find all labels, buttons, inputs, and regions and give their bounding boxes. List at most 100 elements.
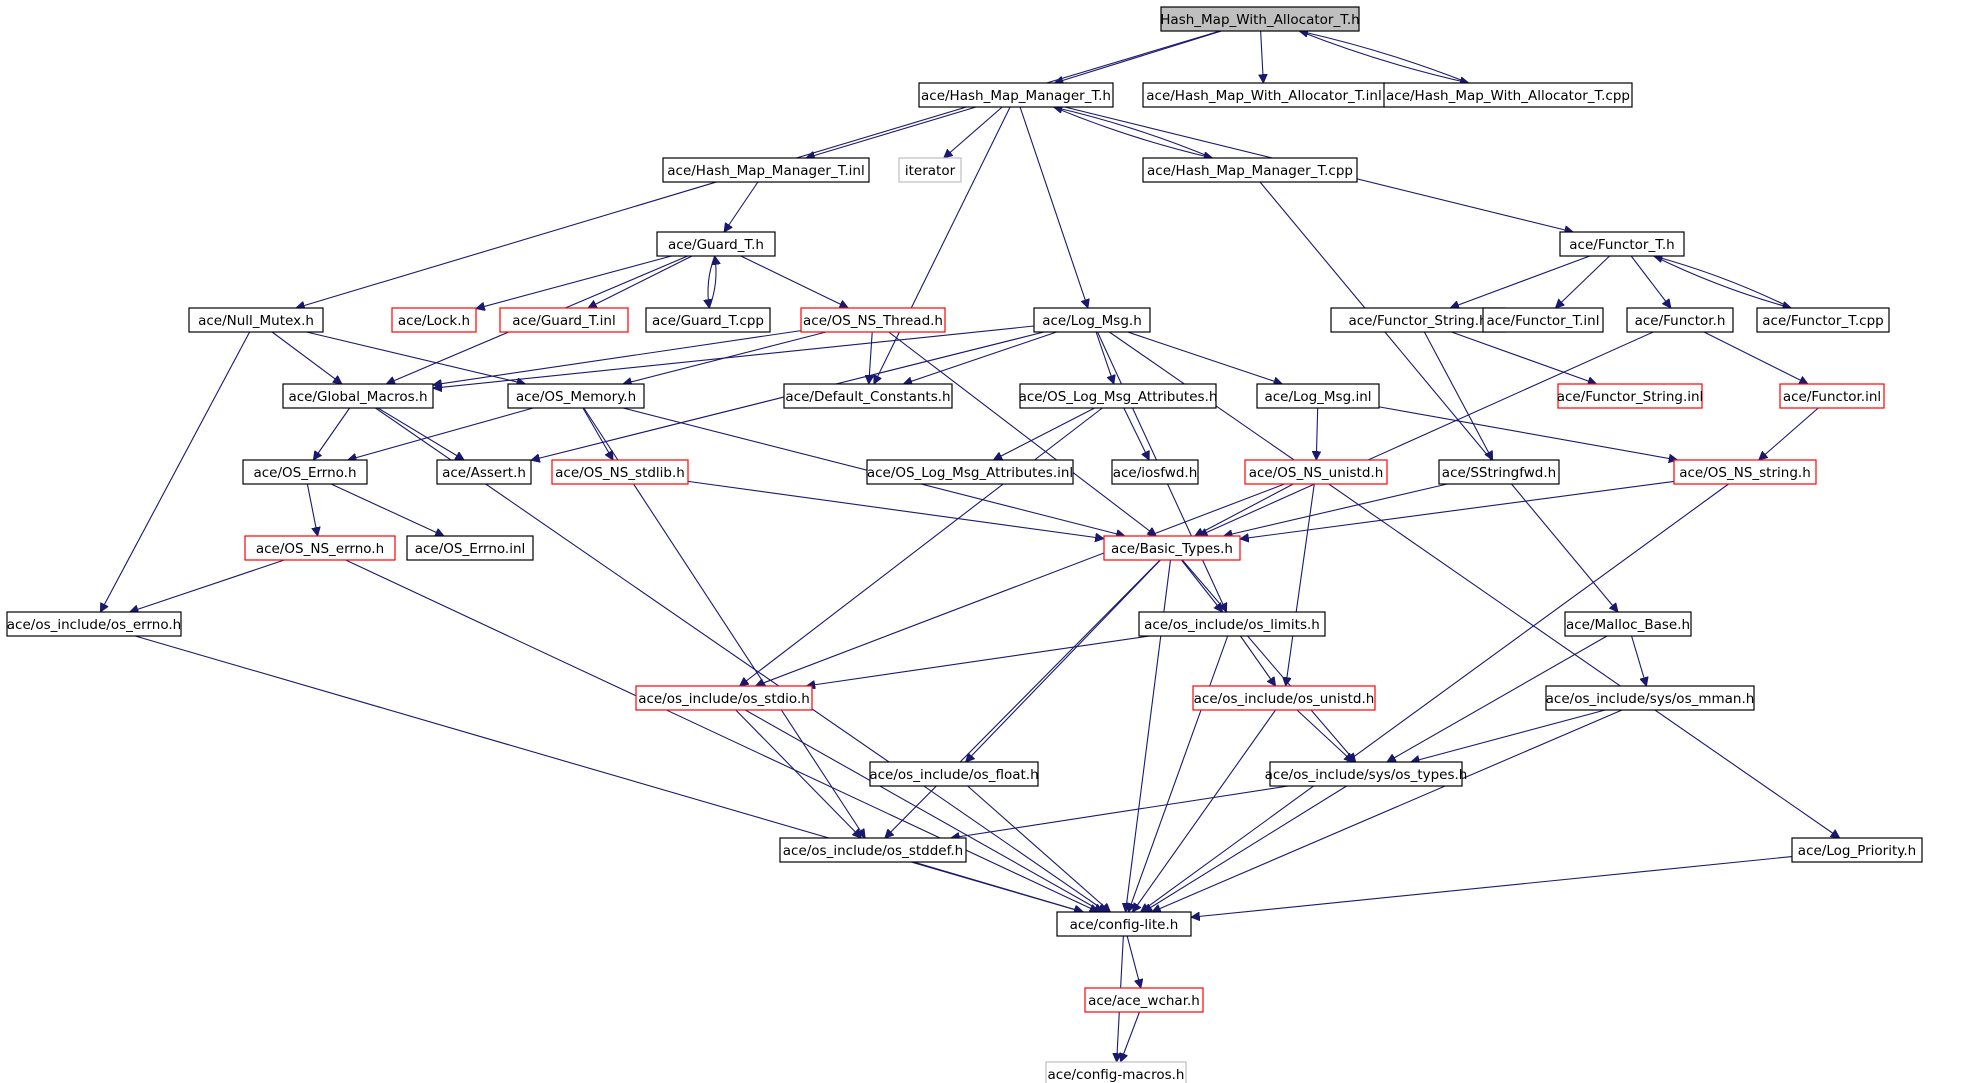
node-box [1019, 383, 1217, 409]
node-os-types[interactable]: ace/os_include/sys/os_types.h [1265, 761, 1468, 787]
node-box [1142, 82, 1386, 108]
edge-os_stdio-to-config_lite [744, 709, 1103, 912]
node-os-ns-stdlib[interactable]: ace/OS_NS_stdlib.h [551, 459, 689, 485]
node-label: ace/Log_Msg.inl [1264, 389, 1371, 405]
node-guard-h[interactable]: ace/Guard_T.h [656, 231, 776, 257]
node-os-include-errno[interactable]: ace/os_include/os_errno.h [6, 611, 182, 637]
node-box [800, 307, 946, 333]
edge-hmm_h-to-iterator [944, 106, 1003, 158]
node-default-constants[interactable]: ace/Default_Constants.h [783, 383, 953, 409]
node-log-priority[interactable]: ace/Log_Priority.h [1791, 837, 1923, 863]
node-ace-wchar[interactable]: ace/ace_wchar.h [1084, 987, 1204, 1013]
node-label: ace/iosfwd.h [1113, 465, 1198, 481]
node-box [662, 157, 870, 183]
node-config-macros[interactable]: ace/config-macros.h [1045, 1061, 1187, 1083]
edge-os_ns_unistd-to-os_stdio [755, 483, 1285, 686]
node-os-unistd[interactable]: ace/os_include/os_unistd.h [1192, 685, 1376, 711]
node-os-ns-string[interactable]: ace/OS_NS_string.h [1673, 459, 1817, 485]
node-box [1557, 383, 1703, 409]
node-box [898, 157, 962, 183]
node-label: ace/Functor_T.cpp [1762, 313, 1883, 329]
edge-log_msg_inl-to-os_ns_unistd [1316, 407, 1317, 460]
node-os-ns-thread[interactable]: ace/OS_NS_Thread.h [800, 307, 946, 333]
edge-os_ns_errno-to-os_include_errno [130, 559, 285, 612]
node-label: ace/Functor.inl [1783, 389, 1881, 405]
node-label: ace/OS_NS_errno.h [256, 541, 384, 557]
node-label: ace/os_include/os_errno.h [7, 617, 181, 633]
node-os-mman[interactable]: ace/os_include/sys/os_mman.h [1545, 685, 1755, 711]
node-label: ace/Hash_Map_Manager_T.cpp [1147, 163, 1353, 179]
node-box [1160, 6, 1360, 32]
node-os-limits[interactable]: ace/os_include/os_limits.h [1138, 611, 1326, 637]
node-box [242, 459, 368, 485]
node-box [869, 761, 1039, 787]
node-functor-t-cpp[interactable]: ace/Functor_T.cpp [1756, 307, 1890, 333]
node-os-memory[interactable]: ace/OS_Memory.h [507, 383, 645, 409]
node-label: ace/Hash_Map_Manager_T.h [921, 88, 1111, 104]
node-hmm-inl[interactable]: ace/Hash_Map_Manager_T.inl [662, 157, 870, 183]
node-label: ace/ace_wchar.h [1088, 993, 1200, 1009]
node-guard-cpp[interactable]: ace/Guard_T.cpp [645, 307, 771, 333]
edge-os_types-to-os_stddef [951, 785, 1289, 838]
node-hmwa-inl[interactable]: ace/Hash_Map_With_Allocator_T.inl [1142, 82, 1386, 108]
node-os-ns-unistd[interactable]: ace/OS_NS_unistd.h [1244, 459, 1388, 485]
node-os-stddef[interactable]: ace/os_include/os_stddef.h [779, 837, 967, 863]
node-os-ns-errno[interactable]: ace/OS_NS_errno.h [244, 535, 396, 561]
node-iosfwd[interactable]: ace/iosfwd.h [1111, 459, 1199, 485]
node-os-errno-inl[interactable]: ace/OS_Errno.inl [406, 535, 534, 561]
node-global-macros[interactable]: ace/Global_Macros.h [282, 383, 434, 409]
edge-malloc_base-to-os_types [1387, 635, 1608, 762]
edge-root-to-hmm_h [1055, 30, 1222, 83]
edge-os_float-to-config_lite [967, 785, 1111, 912]
edge-null_mutex-to-os_include_errno [99, 331, 251, 612]
node-hmwa-cpp[interactable]: ace/Hash_Map_With_Allocator_T.cpp [1383, 82, 1633, 108]
edge-null_mutex-to-global_macros [271, 331, 342, 384]
node-os-stdio[interactable]: ace/os_include/os_stdio.h [635, 685, 813, 711]
node-label: ace/OS_NS_Thread.h [803, 313, 943, 329]
edge-functor_string_h-to-functor_string_inl [1451, 331, 1596, 384]
node-os-log-msg-attr-h[interactable]: ace/OS_Log_Msg_Attributes.h [1019, 383, 1218, 409]
edge-os_unistd-to-os_types [1296, 709, 1353, 762]
node-label: ace/OS_NS_stdlib.h [555, 465, 685, 481]
edge-os_errno_h-to-os_errno_inl [330, 483, 444, 536]
node-box [406, 535, 534, 561]
node-os-float[interactable]: ace/os_include/os_float.h [869, 761, 1039, 787]
node-box [1330, 307, 1506, 333]
node-log-msg-inl[interactable]: ace/Log_Msg.inl [1256, 383, 1380, 409]
node-os-errno-h[interactable]: ace/OS_Errno.h [242, 459, 368, 485]
node-functor-string-h[interactable]: ace/Functor_String.h [1330, 307, 1506, 333]
node-assert-h[interactable]: ace/Assert.h [436, 459, 532, 485]
node-basic-types[interactable]: ace/Basic_Types.h [1103, 535, 1241, 561]
node-label: ace/Null_Mutex.h [198, 313, 314, 329]
node-lock-h[interactable]: ace/Lock.h [391, 307, 477, 333]
node-functor-inl[interactable]: ace/Functor.inl [1779, 383, 1885, 409]
node-iterator[interactable]: iterator [898, 157, 962, 183]
node-log-msg-h[interactable]: ace/Log_Msg.h [1033, 307, 1151, 333]
node-malloc-base[interactable]: ace/Malloc_Base.h [1564, 611, 1692, 637]
edge-functor_t_cpp-to-functor_t_h [1654, 256, 1792, 309]
node-hmm-cpp[interactable]: ace/Hash_Map_Manager_T.cpp [1142, 157, 1358, 183]
node-os-log-msg-attr-inl[interactable]: ace/OS_Log_Msg_Attributes.inl [866, 459, 1074, 485]
node-box [1756, 307, 1890, 333]
edge-log_priority-to-config_lite [1191, 856, 1793, 918]
node-box [1084, 987, 1204, 1013]
node-functor-t-inl[interactable]: ace/Functor_T.inl [1482, 307, 1604, 333]
node-box [436, 459, 532, 485]
node-functor-t-h[interactable]: ace/Functor_T.h [1559, 231, 1685, 257]
edge-os_limits-to-os_stdio [806, 635, 1150, 686]
node-null-mutex[interactable]: ace/Null_Mutex.h [188, 307, 324, 333]
node-root[interactable]: Hash_Map_With_Allocator_T.h [1160, 6, 1360, 32]
edge-os_stdio-to-os_stddef [735, 709, 861, 838]
node-sstringfwd[interactable]: ace/SStringfwd.h [1438, 459, 1560, 485]
edge-root-to-hmwa_cpp [1298, 30, 1469, 83]
node-hmm-h[interactable]: ace/Hash_Map_Manager_T.h [918, 82, 1114, 108]
edge-null_mutex-to-os_memory [306, 331, 526, 384]
node-config-lite[interactable]: ace/config-lite.h [1056, 911, 1192, 937]
node-guard-inl[interactable]: ace/Guard_T.inl [499, 307, 629, 333]
edge-guard_cpp-to-guard_h [708, 256, 716, 309]
node-functor-h[interactable]: ace/Functor.h [1626, 307, 1734, 333]
node-box [391, 307, 477, 333]
node-box [1256, 383, 1380, 409]
node-functor-string-inl[interactable]: ace/Functor_String.inl [1557, 383, 1704, 409]
